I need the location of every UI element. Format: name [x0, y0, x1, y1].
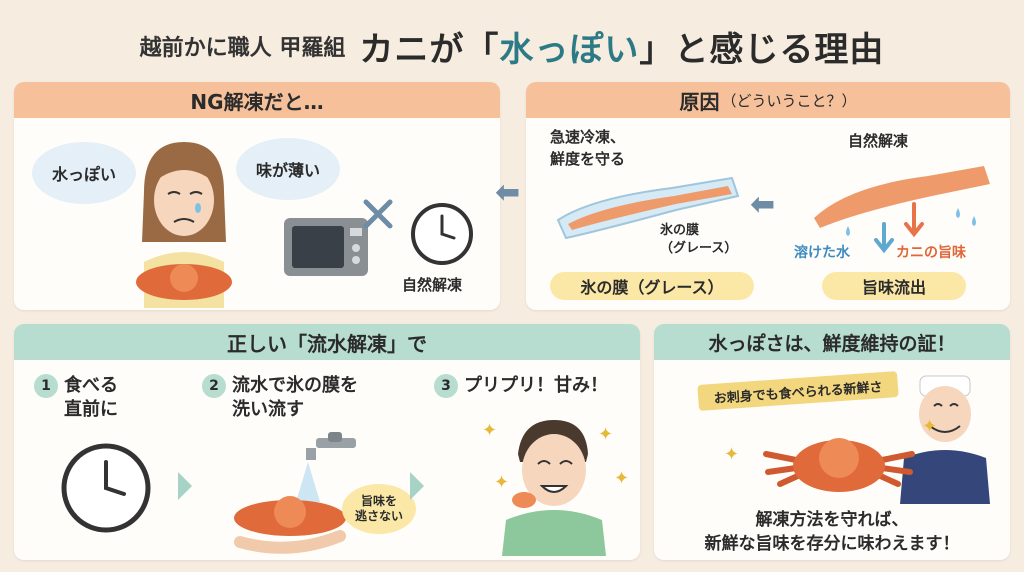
crab-umami-label: カニの旨味: [896, 245, 966, 261]
crab-illustration: [763, 438, 915, 492]
bubble-bland: 味が薄い: [236, 138, 340, 200]
step-3: 3 プリプリ！甘み！: [434, 374, 608, 398]
step-3-line1: プリプリ！甘み！: [464, 375, 608, 396]
sparkle-icon-4: ✦: [494, 472, 510, 493]
glazed-crab-leg-illustration: [556, 176, 740, 240]
down-arrow-blue-icon: [874, 222, 894, 254]
melted-water-label: 溶けた水: [794, 245, 850, 261]
faucet-crab-illustration: [234, 432, 356, 554]
quick-freeze-line1: 急速冷凍、: [550, 128, 626, 146]
sparkle-icon-3: ✦: [614, 468, 630, 489]
sad-woman-illustration: [136, 142, 232, 308]
left-arrow-icon-2: ⬅: [750, 187, 776, 222]
quick-freeze-line2: 鮮度を守る: [550, 150, 626, 168]
umami-loss-pill: 旨味流出: [822, 272, 966, 300]
ice-film-line1: 氷の膜: [660, 223, 700, 238]
microwave-icon: [284, 218, 368, 276]
keep-umami-line2: 逃さない: [354, 509, 403, 523]
chevron-right-icon-2: [410, 472, 424, 500]
title-highlight: 水っぽい: [499, 29, 640, 70]
keep-umami-bubble: 旨味を 逃さない: [342, 484, 416, 534]
ice-film-line2: （グレース）: [660, 241, 738, 256]
cause-panel: 原因（どういうこと？） 急速冷凍、 鮮度を守る 氷の膜 （グレース） ⬅ 自然解…: [526, 82, 1010, 310]
bubble-bland-text: 味が薄い: [255, 161, 320, 180]
step-2-number: 2: [202, 374, 226, 398]
step-1-number: 1: [34, 374, 58, 398]
page-title: カニが「水っぽい」と感じる理由: [359, 22, 884, 71]
sparkle-icon-1: ✦: [482, 420, 498, 441]
cause-title-main: 原因: [679, 89, 720, 114]
fresh-caption-line2: 新鮮な旨味を存分に味わえます！: [704, 534, 960, 554]
down-arrow-orange-icon: [904, 202, 924, 238]
fresh-panel-title: 水っぽさは、鮮度維持の証！: [654, 324, 1010, 360]
clock-icon: [411, 203, 473, 265]
keep-umami-line1: 旨味を: [360, 494, 397, 508]
clock-icon-2: [61, 443, 151, 533]
ice-film-label: 氷の膜 （グレース）: [660, 222, 737, 258]
step-1-line1: 食べる: [64, 375, 118, 396]
fresh-caption: 解凍方法を守れば、 新鮮な旨味を存分に味わえます！: [654, 508, 1010, 556]
ice-film-pill: 氷の膜（グレース）: [550, 272, 754, 300]
ng-thaw-panel: NG解凍だと… 水っぽい 味が薄い 自然解凍: [14, 82, 500, 310]
step-2-line2: 洗い流す: [232, 399, 304, 420]
sparkle-icon-5: ✦: [724, 444, 740, 465]
quick-freeze-label: 急速冷凍、 鮮度を守る: [550, 126, 625, 170]
title-post: 」と感じる理由: [639, 29, 885, 70]
step-2-line1: 流水で氷の膜を: [232, 375, 358, 396]
running-water-thaw-panel: 正しい「流水解凍」で 1 食べる 直前に 2 流水で氷の膜を 洗い流す 旨味を 逃さ…: [14, 324, 640, 560]
natural-thaw-cause-label: 自然解凍: [848, 132, 909, 150]
sashimi-freshness-banner: お刺身でも食べられる新鮮さ: [697, 371, 899, 411]
ng-panel-title: NG解凍だと…: [14, 82, 500, 118]
brand-name: 越前かに職人 甲羅組: [139, 36, 346, 61]
title-pre: カニが「: [359, 29, 500, 70]
natural-thaw-label: 自然解凍: [402, 276, 463, 294]
happy-man-illustration: [502, 420, 606, 556]
bubble-watery: 水っぽい: [32, 142, 136, 204]
sparkle-icon-2: ✦: [598, 424, 614, 445]
method-panel-title: 正しい「流水解凍」で: [14, 324, 640, 360]
step-1: 1 食べる 直前に: [34, 374, 118, 422]
title-row: 越前かに職人 甲羅組 カニが「水っぽい」と感じる理由: [0, 18, 1024, 74]
freshness-panel: 水っぽさは、鮮度維持の証！ お刺身でも食べられる新鮮さ ✦ ✦ 解凍方法を守れば…: [654, 324, 1010, 560]
step-2: 2 流水で氷の膜を 洗い流す: [202, 374, 358, 422]
bubble-watery-text: 水っぽい: [51, 165, 116, 184]
chef-illustration: [900, 375, 990, 504]
step-1-line2: 直前に: [64, 399, 118, 420]
left-arrow-icon: ⬅: [495, 175, 521, 210]
fresh-caption-line1: 解凍方法を守れば、: [755, 510, 909, 530]
cause-title-sub: （どういうこと？）: [721, 91, 857, 110]
thawing-crab-leg-illustration: [814, 166, 990, 236]
sparkle-icon-6: ✦: [922, 416, 938, 437]
step-3-number: 3: [434, 374, 458, 398]
cross-icon: [363, 199, 393, 229]
chevron-right-icon-1: [178, 472, 192, 500]
cause-panel-title: 原因（どういうこと？）: [526, 82, 1010, 118]
